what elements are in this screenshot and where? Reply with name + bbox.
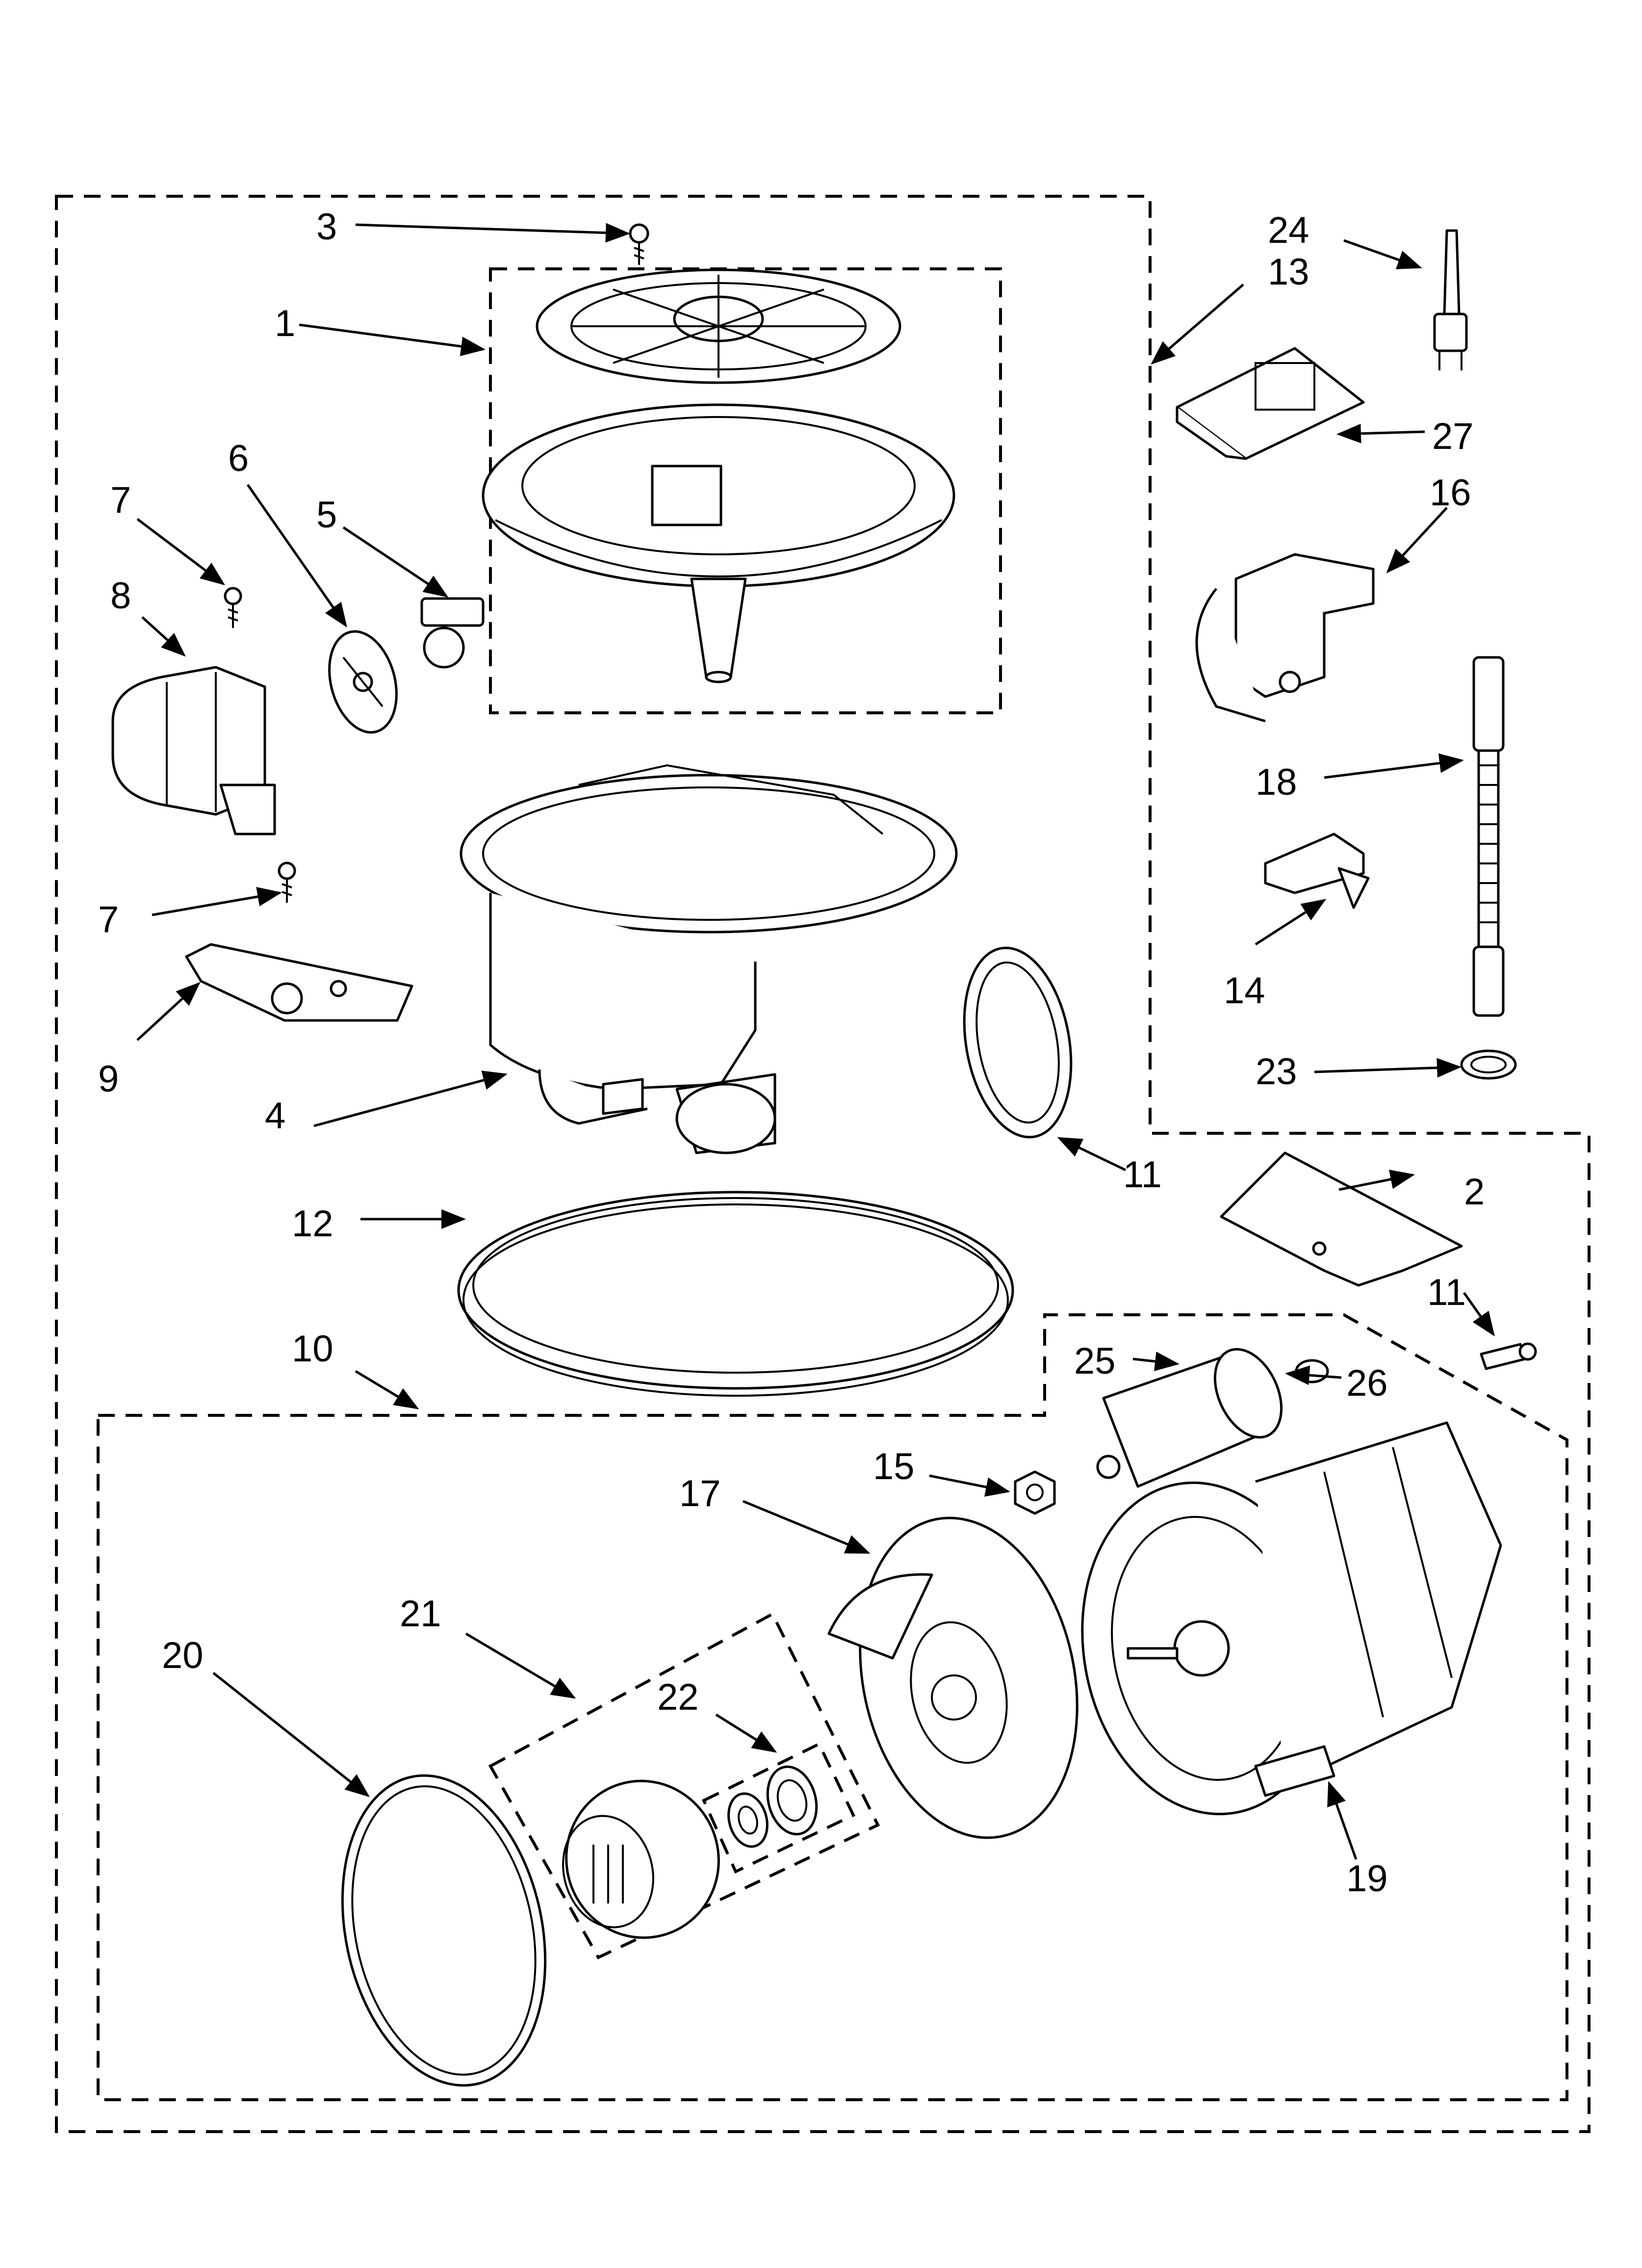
- part-26-capacitor: [1096, 1348, 1283, 1488]
- part-13-gasket: [457, 1191, 1014, 1397]
- part-25-connector: [1433, 229, 1468, 370]
- part-27-plug: [1295, 1359, 1329, 1383]
- callout-4: 4: [265, 1095, 285, 1137]
- part-1-spray-arm-assembly: [482, 268, 955, 683]
- callout-28: 27: [1432, 416, 1474, 457]
- part-5-grommet: [420, 597, 485, 669]
- callout-11: 11: [1427, 1272, 1466, 1313]
- part-22-impeller: [562, 1779, 720, 1939]
- callout-7-lower: 7: [98, 899, 119, 940]
- callout-15: 14: [1224, 970, 1265, 1012]
- part-21-o-ring: [341, 1774, 547, 2087]
- part-11-screw: [1480, 1342, 1537, 1370]
- part-7-screw-upper: [224, 587, 242, 628]
- part-6-chopper-assembly: [328, 630, 398, 734]
- leader-arrows: [136, 223, 1495, 1860]
- callout-25: 24: [1268, 209, 1309, 251]
- callout-5: 5: [316, 494, 337, 536]
- callout-9: 9: [98, 1058, 119, 1100]
- part-18-pump-housing: [827, 1516, 1078, 1839]
- part-17-sensor: [1195, 553, 1375, 723]
- callout-22: 21: [400, 1593, 441, 1635]
- outer-assembly-box: [55, 195, 1591, 2133]
- callout-6: 6: [228, 438, 249, 479]
- callout-7-upper: 7: [110, 479, 131, 521]
- callout-13: 12: [292, 1203, 334, 1245]
- part-9-bracket: [185, 943, 413, 1022]
- callout-17: 16: [1430, 472, 1471, 514]
- pump-motor-group-box: [97, 1313, 1568, 2101]
- callout-2: 2: [1464, 1171, 1485, 1213]
- part-19-hose: [1472, 656, 1505, 1017]
- part-8-housing: [111, 666, 276, 835]
- callout-14: 13: [1268, 251, 1309, 293]
- callout-16: 15: [873, 1446, 915, 1487]
- callout-1: 1: [275, 303, 295, 344]
- part-12-seal-ring: [963, 946, 1073, 1139]
- callout-18: 17: [679, 1473, 721, 1514]
- seal-subkit-group-box: [702, 1742, 856, 1874]
- part-2-shield: [1220, 1151, 1463, 1287]
- part-28-cover: [1176, 347, 1365, 460]
- callout-10: 10: [292, 1328, 334, 1370]
- callout-12: 11: [1123, 1154, 1162, 1196]
- callout-19: 18: [1256, 761, 1297, 803]
- part-4-sump-assembly: [460, 764, 958, 1154]
- part-20-pump-motor: [1081, 1421, 1502, 1816]
- part-7-screw-lower: [278, 861, 296, 903]
- callout-27: 26: [1346, 1362, 1388, 1404]
- part-16-nut: [1014, 1470, 1056, 1515]
- callout-20: 19: [1346, 1858, 1388, 1900]
- callout-26: 25: [1074, 1340, 1116, 1382]
- callout-24: 23: [1256, 1051, 1297, 1093]
- callout-labels: 3 1 7 6 5 8 7 9 4 11 12 10 2 11 24 13 27…: [98, 206, 1485, 1900]
- part-3-screw: [629, 223, 649, 265]
- seal-kit-group-box: [488, 1612, 880, 1959]
- part-15-clip: [1264, 833, 1370, 909]
- callout-23: 22: [657, 1676, 699, 1718]
- part-24-clamp: [1460, 1049, 1517, 1080]
- part-23-seal-washer: [727, 1765, 818, 1848]
- callout-21: 20: [162, 1635, 204, 1676]
- callout-3: 3: [316, 206, 337, 248]
- callout-8: 8: [110, 575, 131, 617]
